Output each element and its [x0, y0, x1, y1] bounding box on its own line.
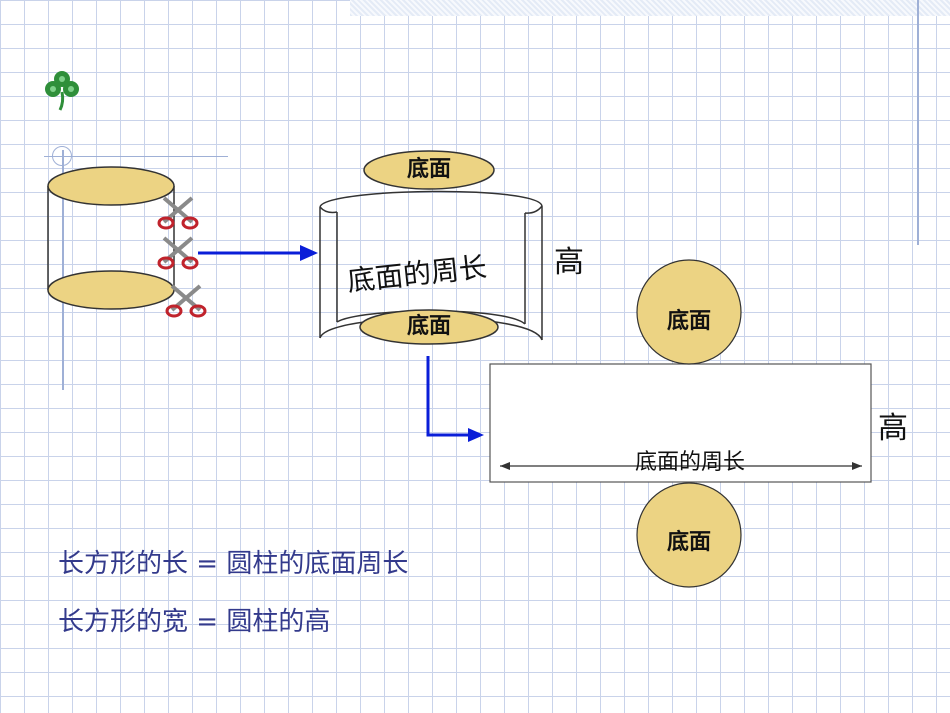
- arrow-to-rectangle: [426, 356, 484, 442]
- cylinder-bottom-base: [47, 270, 175, 310]
- perimeter-double-arrow: [500, 462, 862, 470]
- curved-base-disc: [359, 309, 499, 345]
- curved-base-label: 底面: [406, 314, 451, 339]
- rect-top-base-label: 底面: [666, 309, 711, 334]
- original-cylinder: [47, 166, 175, 310]
- left-decorative-rule: [62, 150, 64, 390]
- scissors-icon: [157, 236, 199, 270]
- rect-top-base-circle: [636, 259, 742, 365]
- right-decorative-rule: [917, 0, 919, 245]
- rect-bottom-base-circle: [636, 482, 742, 588]
- scissors-icon: [165, 284, 207, 318]
- rect-height-label: 高: [878, 411, 908, 446]
- top-decorative-band: [350, 0, 950, 16]
- arrow-to-opened-shape: [198, 245, 318, 261]
- formula-width: 长方形的宽 = 圆柱的高: [58, 607, 331, 637]
- cylinder-top-base: [47, 166, 175, 206]
- rect-bottom-base-label: 底面: [666, 530, 711, 555]
- decorative-ring: [52, 146, 72, 166]
- curved-height-label: 高: [554, 245, 584, 280]
- scissors-icon: [157, 196, 199, 230]
- rect-perimeter-label: 底面的周长: [634, 450, 745, 475]
- formula-length: 长方形的长 = 圆柱的底面周长: [58, 549, 409, 579]
- clover-icon: [45, 71, 79, 111]
- top-base-disc: [363, 150, 495, 190]
- unfolded-rectangle: [489, 363, 872, 483]
- top-base-label: 底面: [406, 157, 451, 182]
- horizontal-decorative-rule: [44, 156, 228, 157]
